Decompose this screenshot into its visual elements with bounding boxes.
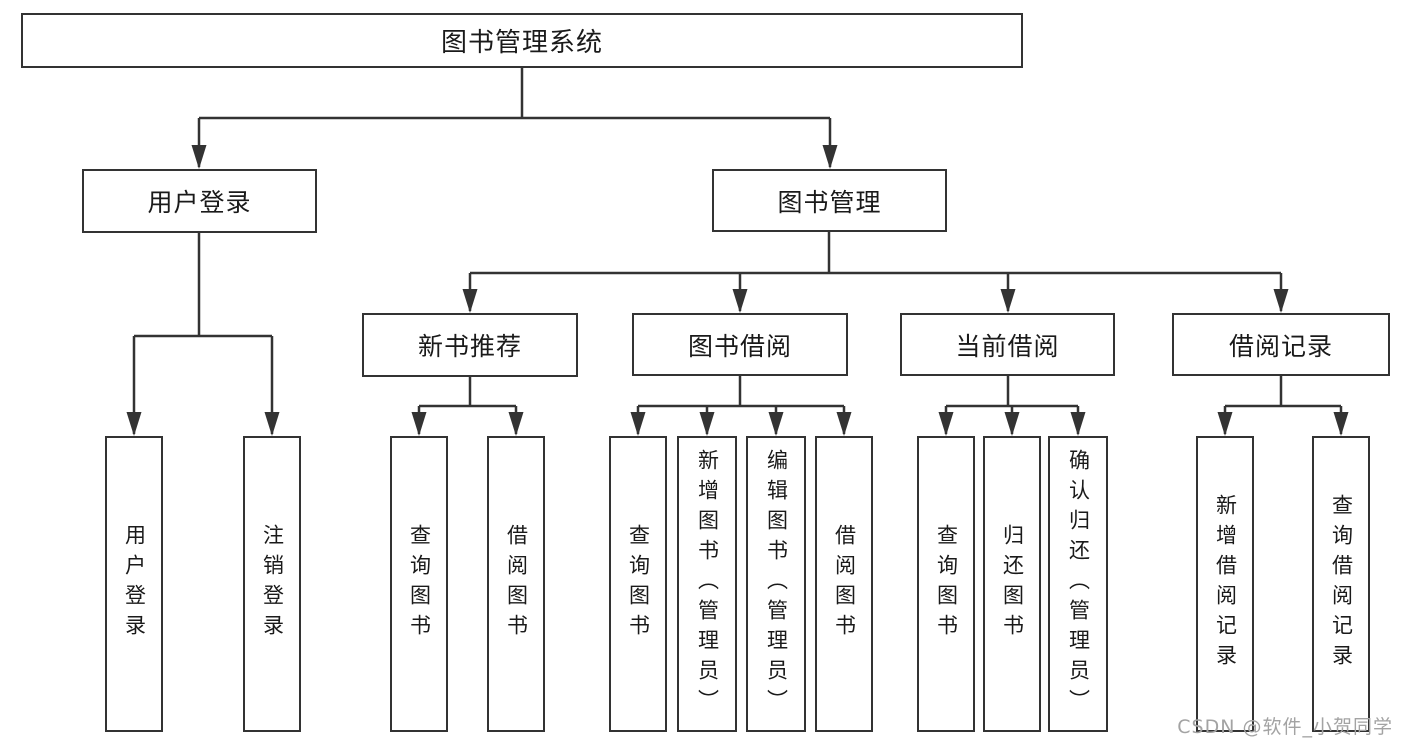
node-current-borrow: 当前借阅: [900, 313, 1115, 376]
leaf-bb-borrow-books: 借阅图书: [815, 436, 873, 732]
leaf-nbr-borrow-books-label: 借阅图书: [504, 524, 529, 644]
node-user-login: 用户登录: [82, 169, 317, 233]
leaf-br-add-borrow-record: 新增借阅记录: [1196, 436, 1254, 732]
node-book-borrow-label: 图书借阅: [687, 331, 792, 361]
watermark-text: CSDN @软件_小贺同学: [1177, 716, 1393, 738]
node-borrow-records: 借阅记录: [1172, 313, 1390, 376]
node-book-management: 图书管理: [712, 169, 947, 232]
leaf-bb-borrow-books-label: 借阅图书: [832, 524, 857, 644]
leaf-cb-confirm-return-admin: 确认归还（管理员）: [1048, 436, 1108, 732]
node-user-login-label: 用户登录: [147, 188, 252, 217]
leaf-bb-add-books-admin: 新增图书（管理员）: [677, 436, 737, 732]
leaf-user-login: 用户登录: [105, 436, 163, 732]
leaf-cb-confirm-return-admin-label: 确认归还（管理员）: [1066, 449, 1091, 719]
leaf-br-query-borrow-record: 查询借阅记录: [1312, 436, 1370, 732]
leaf-bb-query-books-label: 查询图书: [626, 524, 651, 644]
leaf-cb-query-books: 查询图书: [917, 436, 975, 732]
leaf-br-add-borrow-record-label: 新增借阅记录: [1213, 494, 1238, 674]
leaf-br-query-borrow-record-label: 查询借阅记录: [1329, 494, 1354, 674]
leaf-cb-query-books-label: 查询图书: [934, 524, 959, 644]
node-root-label: 图书管理系统: [440, 28, 603, 58]
leaf-bb-add-books-admin-label: 新增图书（管理员）: [695, 449, 720, 719]
node-current-borrow-label: 当前借阅: [955, 331, 1060, 361]
leaf-nbr-borrow-books: 借阅图书: [487, 436, 545, 732]
node-book-management-label: 图书管理: [777, 187, 882, 217]
leaf-bb-query-books: 查询图书: [609, 436, 667, 732]
leaf-logout-label: 注销登录: [260, 524, 285, 644]
leaf-bb-edit-books-admin: 编辑图书（管理员）: [746, 436, 806, 732]
leaf-nbr-query-books: 查询图书: [390, 436, 448, 732]
leaf-nbr-query-books-label: 查询图书: [407, 524, 432, 644]
leaf-cb-return-books: 归还图书: [983, 436, 1041, 732]
node-book-borrow: 图书借阅: [632, 313, 848, 376]
node-new-book-recommend: 新书推荐: [362, 313, 578, 377]
node-borrow-records-label: 借阅记录: [1228, 331, 1333, 361]
leaf-user-login-label: 用户登录: [122, 524, 147, 644]
node-root: 图书管理系统: [21, 13, 1023, 68]
node-new-book-recommend-label: 新书推荐: [417, 332, 522, 361]
leaf-cb-return-books-label: 归还图书: [1000, 524, 1025, 644]
leaf-bb-edit-books-admin-label: 编辑图书（管理员）: [764, 449, 789, 719]
leaf-logout: 注销登录: [243, 436, 301, 732]
